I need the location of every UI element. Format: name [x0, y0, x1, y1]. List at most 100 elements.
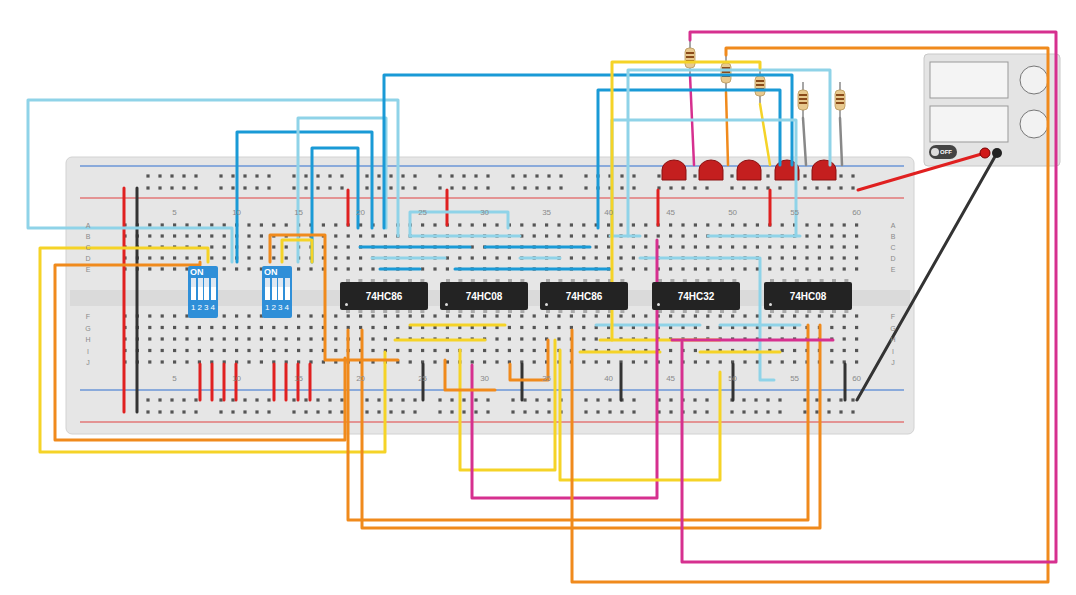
illustration-part — [260, 245, 263, 248]
illustration-part — [535, 174, 538, 177]
illustration-part — [832, 310, 836, 313]
illustration-part — [377, 186, 380, 189]
illustration-part — [743, 360, 746, 363]
illustration-part — [607, 360, 610, 363]
switch-number: 1 — [265, 304, 269, 312]
wire-path — [760, 104, 770, 165]
illustration-part — [309, 337, 312, 340]
illustration-part — [384, 314, 387, 317]
illustration-part — [803, 186, 806, 189]
illustration-part — [705, 186, 708, 189]
wire-path — [612, 62, 760, 340]
illustration-part — [793, 245, 796, 248]
illustration-part — [620, 310, 624, 313]
illustration-part — [595, 360, 598, 363]
illustration-part — [584, 398, 587, 401]
illustration-part — [720, 310, 724, 313]
illustration-part — [173, 267, 176, 270]
illustration-part — [495, 223, 498, 226]
illustration-part — [855, 314, 858, 317]
illustration-part — [508, 310, 512, 313]
illustration-part — [632, 360, 635, 363]
illustration-part — [486, 174, 489, 177]
illustration-part — [316, 410, 319, 413]
wire-path — [840, 118, 842, 165]
ic-chip: 74HC32 — [652, 282, 740, 310]
pin1-dot — [769, 303, 772, 306]
row-letter: C — [890, 244, 895, 251]
illustration-part — [830, 256, 833, 259]
illustration-part — [231, 186, 234, 189]
illustration-part — [247, 223, 250, 226]
illustration-part — [243, 410, 246, 413]
illustration-part — [582, 314, 585, 317]
wire-path — [628, 70, 830, 236]
illustration-part — [267, 410, 270, 413]
illustration-part — [146, 186, 149, 189]
illustration-part — [584, 410, 587, 413]
illustration-part — [520, 310, 524, 313]
illustration-part — [483, 256, 486, 259]
illustration-part — [198, 326, 201, 329]
illustration-part — [693, 410, 696, 413]
illustration-part — [389, 174, 392, 177]
illustration-part — [223, 267, 226, 270]
illustration-part — [272, 349, 275, 352]
illustration-part — [235, 314, 238, 317]
illustration-part — [1020, 66, 1048, 94]
illustration-part — [731, 245, 734, 248]
illustration-part — [855, 245, 858, 248]
illustration-part — [835, 90, 845, 110]
illustration-part — [545, 223, 548, 226]
illustration-part — [396, 349, 399, 352]
illustration-part — [272, 256, 275, 259]
illustration-part — [855, 234, 858, 237]
illustration-part — [620, 186, 623, 189]
illustration-part — [607, 314, 610, 317]
illustration-part — [511, 186, 514, 189]
illustration-part — [272, 337, 275, 340]
illustration-part — [409, 360, 412, 363]
illustration-part — [297, 267, 300, 270]
illustration-part — [371, 314, 374, 317]
illustration-part — [815, 410, 818, 413]
illustration-part — [781, 256, 784, 259]
illustration-part — [260, 337, 263, 340]
illustration-part — [851, 410, 854, 413]
illustration-part — [243, 186, 246, 189]
illustration-part — [662, 160, 836, 180]
row-letter: A — [86, 222, 91, 229]
illustration-part — [830, 360, 833, 363]
illustration-part — [557, 326, 560, 329]
illustration-part — [557, 337, 560, 340]
illustration-part — [559, 186, 562, 189]
illustration-part — [705, 398, 708, 401]
illustration-part — [669, 360, 672, 363]
illustration-part — [546, 310, 550, 313]
column-number: 20 — [356, 375, 365, 383]
illustration-part — [347, 256, 350, 259]
wire-path — [200, 364, 236, 400]
illustration-part — [632, 267, 635, 270]
illustration-part — [644, 234, 647, 237]
illustration-part — [389, 410, 392, 413]
illustration-part — [839, 398, 842, 401]
switch-lever — [265, 278, 270, 300]
illustration-part — [681, 234, 684, 237]
illustration-part — [462, 186, 465, 189]
illustration-part — [608, 398, 611, 401]
illustration-part — [620, 410, 623, 413]
wire-path — [237, 132, 372, 262]
illustration-part — [401, 398, 404, 401]
illustration-part — [347, 234, 350, 237]
illustration-part — [438, 186, 441, 189]
illustration-part — [719, 267, 722, 270]
illustration-part — [694, 223, 697, 226]
column-number: 55 — [790, 209, 799, 217]
illustration-part — [793, 267, 796, 270]
illustration-part — [285, 245, 288, 248]
illustration-part — [161, 234, 164, 237]
wire-path — [672, 339, 833, 342]
illustration-part — [685, 48, 845, 110]
illustration-part — [223, 326, 226, 329]
